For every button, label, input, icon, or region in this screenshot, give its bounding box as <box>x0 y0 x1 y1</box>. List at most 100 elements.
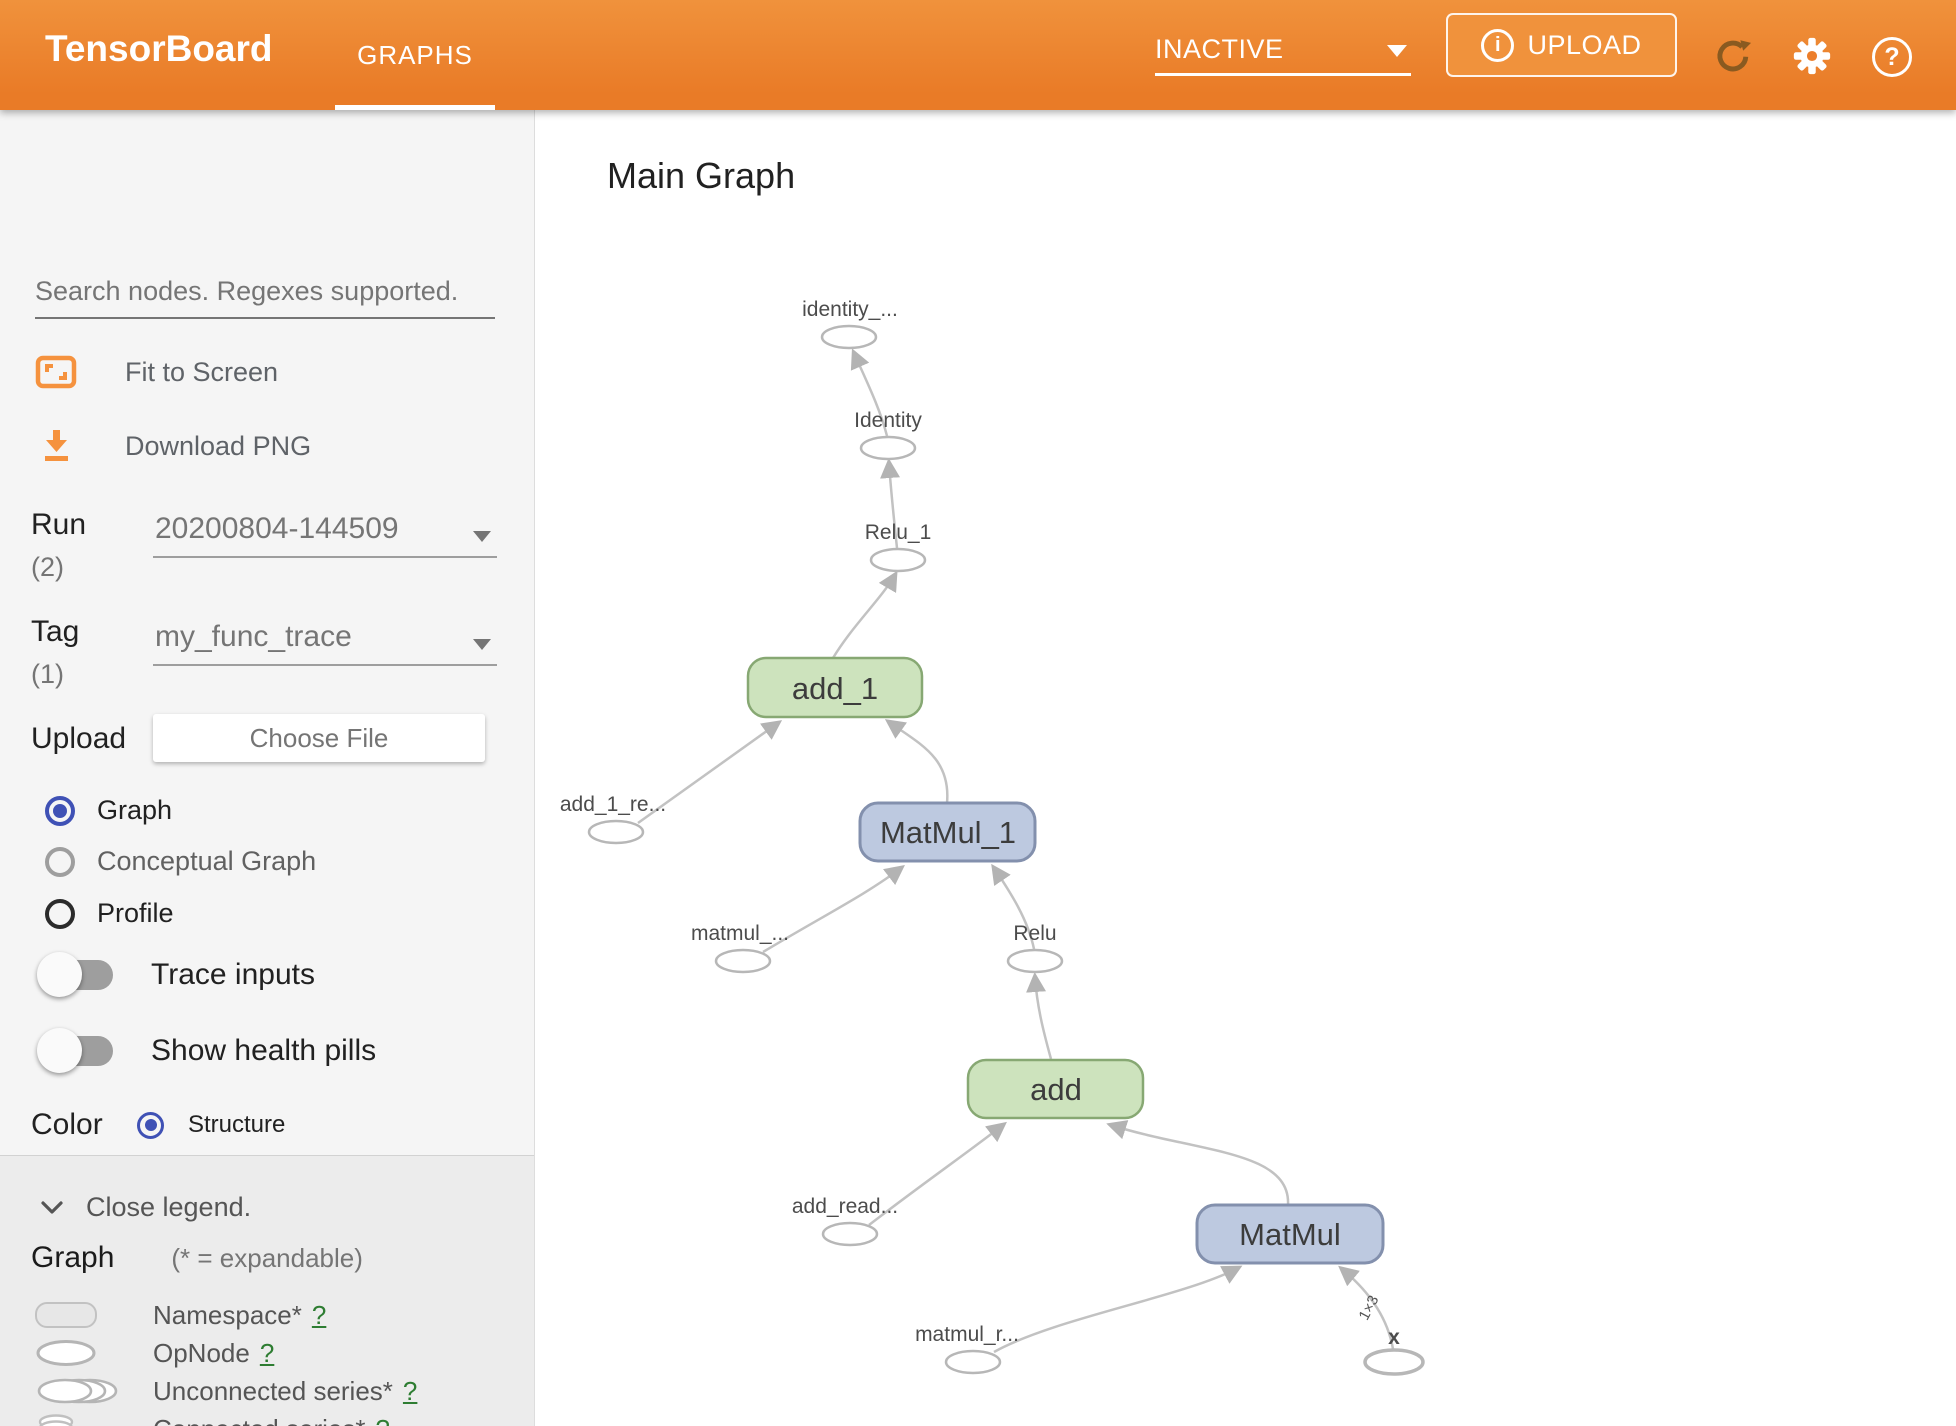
legend-item-connected-series: Connected series* ? <box>0 1410 534 1426</box>
node-x[interactable]: x <box>1363 1326 1425 1376</box>
graph-canvas[interactable]: 1×3 add_1 MatMul_1 add MatMul identity_.… <box>535 110 1956 1426</box>
opnode-icon <box>36 1340 96 1366</box>
legend-item-label: Namespace* <box>153 1299 302 1330</box>
node-label: identity_... <box>802 298 898 321</box>
node-relu_1[interactable]: Relu_1 <box>865 521 932 573</box>
node-matmul_r-truncated[interactable]: matmul_r... <box>915 1323 1019 1375</box>
page-title: Main Graph <box>607 155 796 196</box>
node-label: MatMul <box>1239 1217 1341 1252</box>
sidebar: Fit to Screen Download PNG Run (2) 20200… <box>0 110 535 1426</box>
node-identity_-truncated[interactable]: identity_... <box>802 298 898 350</box>
tag-dropdown[interactable]: my_func_trace <box>153 618 497 666</box>
edge-matmul-to-add <box>1106 1120 1290 1206</box>
run-dropdown[interactable]: 20200804-144509 <box>153 510 497 558</box>
upload-button-label: UPLOAD <box>1527 29 1642 60</box>
node-label: MatMul_1 <box>880 815 1016 850</box>
radio-profile[interactable]: Profile <box>45 898 174 929</box>
node-label: Identity <box>854 409 922 432</box>
fit-to-screen-label: Fit to Screen <box>125 356 279 387</box>
chevron-down-icon <box>1387 45 1407 57</box>
upload-button[interactable]: i UPLOAD <box>1446 13 1677 77</box>
upload-label: Upload <box>31 722 127 755</box>
edge-matmul_r-to-matmul <box>993 1265 1243 1354</box>
legend-item-unconnected-series: Unconnected series* ? <box>0 1372 534 1410</box>
legend-item-namespace: Namespace* ? <box>0 1296 534 1334</box>
chevron-down-icon <box>41 1201 63 1214</box>
toggle-off-icon <box>37 952 113 997</box>
node-matmul_1[interactable]: MatMul_1 <box>858 801 1037 863</box>
edge-dimension-label: 1×3 <box>1356 1293 1383 1323</box>
radio-conceptual-graph[interactable]: Conceptual Graph <box>45 846 316 877</box>
settings-gear-icon[interactable] <box>1790 34 1834 83</box>
legend-heading: Graph (* = expandable) <box>31 1241 363 1275</box>
edge-relu_1-to-identity <box>880 458 901 549</box>
legend-heading-title: Graph <box>31 1241 115 1274</box>
color-structure-label: Structure <box>188 1111 286 1138</box>
help-link[interactable]: ? <box>375 1414 389 1426</box>
run-count: (2) <box>31 552 64 582</box>
tag-dropdown-value: my_func_trace <box>155 620 352 653</box>
download-png-button[interactable]: Download PNG <box>35 428 311 464</box>
node-add_1[interactable]: add_1 <box>746 656 924 719</box>
toggle-off-icon <box>37 1028 113 1073</box>
search-field <box>35 272 495 319</box>
help-link[interactable]: ? <box>259 1337 275 1368</box>
node-relu[interactable]: Relu <box>1006 922 1064 974</box>
node-label: x <box>1388 1326 1400 1349</box>
edge-identity-to-identity_ <box>850 348 889 437</box>
edge-relu-to-matmul_1 <box>991 863 1036 950</box>
radio-graph-label: Graph <box>97 795 173 825</box>
show-health-pills-label: Show health pills <box>151 1034 377 1067</box>
color-by-row: Color Structure <box>31 1108 285 1142</box>
edge-add_read-to-add <box>868 1121 1007 1226</box>
run-label: Run <box>31 508 87 541</box>
status-dropdown[interactable]: INACTIVE <box>1155 26 1411 76</box>
fit-to-screen-button[interactable]: Fit to Screen <box>35 355 278 389</box>
node-label: matmul_... <box>691 922 789 945</box>
app-header: TensorBoard GRAPHS INACTIVE i UPLOAD <box>0 0 1956 110</box>
download-png-label: Download PNG <box>125 430 312 461</box>
color-label: Color <box>31 1108 103 1141</box>
node-label: add <box>1030 1072 1082 1107</box>
node-add_read-truncated[interactable]: add_read... <box>792 1195 898 1247</box>
tab-graphs[interactable]: GRAPHS <box>335 0 495 110</box>
edge-add_1-to-relu_1 <box>831 570 898 659</box>
tab-graphs-label: GRAPHS <box>357 39 473 70</box>
app-title: TensorBoard <box>45 28 273 69</box>
node-label: add_1_re... <box>560 793 666 816</box>
node-matmul[interactable]: MatMul <box>1195 1203 1385 1265</box>
node-label: add_read... <box>792 1195 898 1218</box>
run-dropdown-value: 20200804-144509 <box>155 512 399 545</box>
help-link[interactable]: ? <box>402 1375 418 1406</box>
help-icon-glyph: ? <box>1884 42 1900 71</box>
search-input[interactable] <box>35 272 495 317</box>
legend-item-label: Connected series* <box>153 1414 365 1426</box>
unconnected-series-icon <box>37 1378 118 1404</box>
help-link[interactable]: ? <box>311 1299 327 1330</box>
chevron-down-icon <box>473 531 491 542</box>
edge-add-to-relu <box>1026 972 1053 1060</box>
radio-selected-icon <box>45 795 75 826</box>
node-identity[interactable]: Identity <box>854 409 922 461</box>
close-legend-button[interactable]: Close legend. <box>40 1192 251 1223</box>
node-label: add_1 <box>792 671 878 706</box>
help-icon[interactable]: ? <box>1872 37 1912 77</box>
info-icon: i <box>1481 28 1515 62</box>
radio-graph[interactable]: Graph <box>45 795 172 826</box>
radio-structure[interactable] <box>137 1111 164 1139</box>
legend-panel: Close legend. Graph (* = expandable) Nam… <box>0 1155 534 1426</box>
node-add[interactable]: add <box>966 1058 1145 1120</box>
graph-edges: 1×3 <box>637 348 1395 1354</box>
node-matmul_-truncated[interactable]: matmul_... <box>691 922 789 974</box>
node-add_1_re-truncated[interactable]: add_1_re... <box>560 793 666 845</box>
close-legend-label: Close legend. <box>86 1192 252 1222</box>
edge-add_1_re-to-add_1 <box>637 720 783 825</box>
legend-item-label: OpNode <box>153 1337 250 1368</box>
choose-file-button[interactable]: Choose File <box>153 714 485 762</box>
trace-inputs-toggle[interactable]: Trace inputs <box>37 952 315 997</box>
connected-series-icon <box>38 1414 74 1426</box>
show-health-pills-toggle[interactable]: Show health pills <box>37 1028 377 1073</box>
edge-matmul_-to-matmul_1 <box>762 864 905 954</box>
refresh-icon[interactable] <box>1712 34 1754 81</box>
edge-x-to-matmul <box>1338 1265 1395 1350</box>
